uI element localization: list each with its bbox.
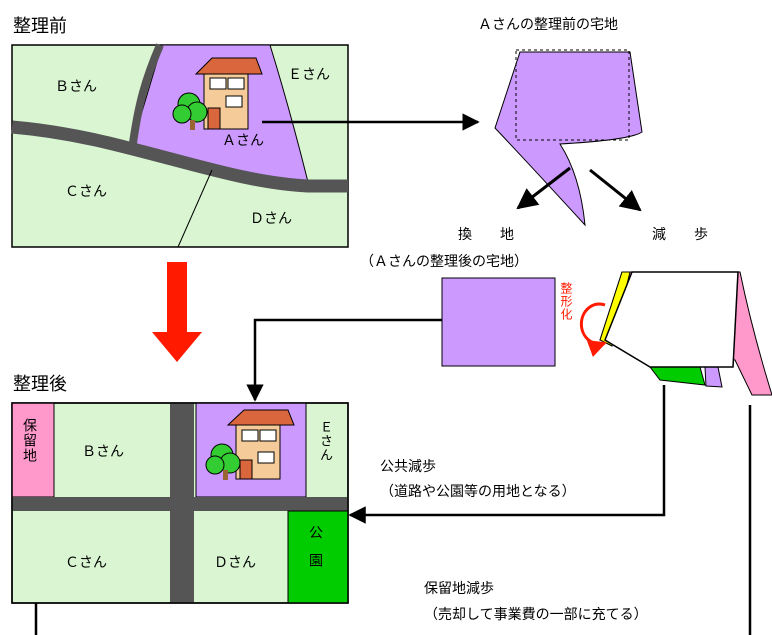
before-c-d-boundary	[177, 169, 213, 248]
arrow-to-reduction	[589, 168, 642, 212]
before-plot-c-label: Ｃさん	[65, 184, 107, 200]
a-before-plot	[494, 49, 643, 227]
big-down-arrow	[152, 262, 202, 362]
shaping-label: 整形化	[559, 282, 573, 321]
public-reduction-label: 公共減歩	[380, 459, 436, 475]
replot-label: 換 地	[458, 227, 514, 243]
before-plot-e-label: Ｅさん	[288, 67, 330, 83]
reserve-reduction-label: 保留地減歩	[424, 581, 494, 597]
arrow-to-replot	[516, 166, 571, 210]
after-heading: 整理後	[13, 374, 67, 395]
arrow-replot-to-after	[246, 318, 442, 402]
after-map	[11, 402, 349, 604]
before-heading: 整理前	[13, 16, 67, 37]
reduction-shape	[599, 271, 772, 396]
after-plot-c-label: Ｃさん	[65, 555, 107, 571]
after-park-label: 公園	[307, 525, 323, 581]
before-plot-b-label: Ｂさん	[55, 79, 97, 95]
shaping-arrow	[579, 302, 607, 357]
after-plot-e-label: Ｅさん	[317, 420, 332, 462]
after-reserve-plot	[11, 402, 55, 498]
reserve-reduction-sublabel: （売却して事業費の一部に充てる）	[424, 607, 648, 623]
public-reduction-sublabel: （道路や公園等の用地となる）	[380, 484, 576, 500]
after-park-plot	[287, 510, 349, 604]
replot-square	[441, 277, 556, 367]
after-vertical-road	[170, 403, 194, 603]
after-plot-b-label: Ｂさん	[82, 444, 124, 460]
after-reserve-label: 保留地	[21, 418, 37, 463]
a-before-title: Ａさんの整理前の宅地	[478, 17, 618, 33]
after-plot-d-label: Ｄさん	[214, 555, 256, 571]
reduction-label: 減 歩	[652, 227, 708, 243]
arrow-public-reduction	[348, 385, 666, 524]
house-icon-after	[205, 409, 295, 480]
before-left-road	[128, 43, 164, 151]
before-plot-a-label: Ａさん	[222, 133, 264, 149]
house-icon-before	[172, 57, 263, 130]
before-curved-road	[11, 120, 348, 193]
replot-sublabel: （Ａさんの整理後の宅地）	[360, 254, 528, 270]
before-plot-d-label: Ｄさん	[250, 211, 292, 227]
